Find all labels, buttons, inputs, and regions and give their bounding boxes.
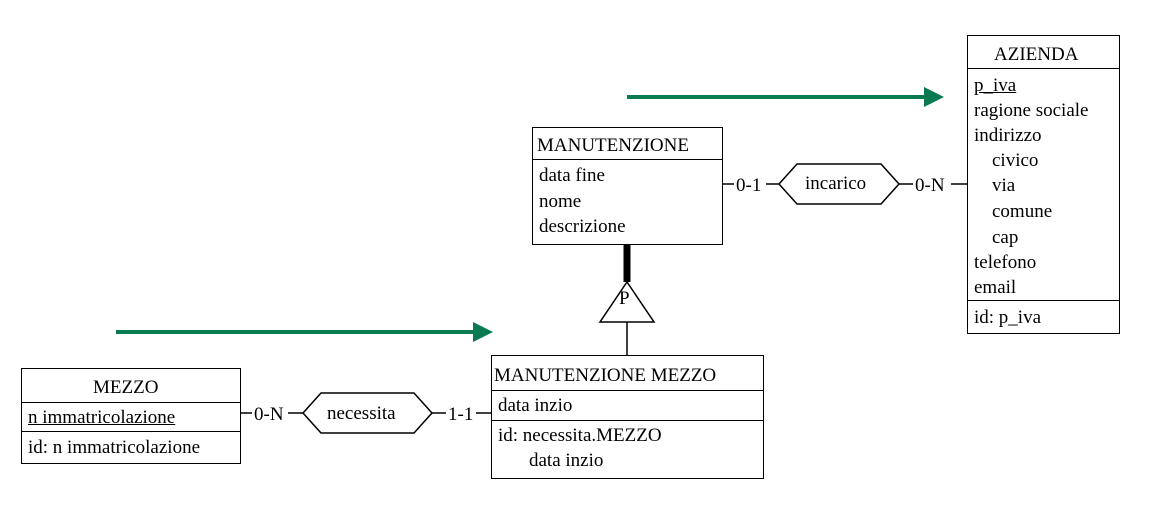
entity-azienda-key-attr: p_iva	[974, 75, 1017, 96]
entity-azienda-attr: indirizzo	[974, 125, 1042, 146]
entity-azienda	[967, 35, 1120, 334]
entity-manutenzione-mezzo	[491, 355, 764, 479]
entity-manutenzione-attr: nome	[539, 191, 582, 212]
entity-manutenzione-mezzo-title: MANUTENZIONE MEZZO	[494, 365, 717, 386]
entity-manutenzione-mezzo-id-divider	[491, 420, 764, 421]
entity-manutenzione-title: MANUTENZIONE	[537, 135, 689, 156]
entity-azienda-header-divider	[967, 68, 1120, 69]
entity-manutenzione-mezzo-identifier-cont: data inzio	[529, 450, 604, 471]
entity-azienda-id-divider	[967, 300, 1120, 301]
cardinality-incarico-azienda: 0-N	[915, 175, 945, 196]
relationship-necessita-label: necessita	[327, 403, 396, 424]
entity-azienda-identifier: id: p_iva	[974, 307, 1042, 328]
entity-manutenzione-mezzo-identifier: id: necessita.MEZZO	[498, 425, 662, 446]
relationship-necessita-shape	[301, 392, 434, 434]
entity-mezzo-key-attr: n immatricolazione	[28, 407, 176, 428]
entity-azienda-subattr: comune	[992, 201, 1053, 222]
entity-manutenzione-header-divider	[532, 159, 723, 160]
entity-manutenzione-attr: descrizione	[539, 216, 626, 237]
entity-mezzo-identifier: id: n immatricolazione	[28, 437, 201, 458]
relationship-incarico-shape	[777, 163, 901, 205]
arrowhead-manutenzione-mezzo	[473, 322, 493, 342]
entity-azienda-title: AZIENDA	[994, 44, 1079, 65]
cardinality-incarico-manutenzione: 0-1	[736, 175, 762, 196]
entity-azienda-attr: telefono	[974, 252, 1037, 273]
entity-manutenzione-mezzo-header-divider	[491, 390, 764, 391]
entity-azienda-subattr: cap	[992, 227, 1019, 248]
entity-azienda-attr: ragione sociale	[974, 100, 1089, 121]
entity-mezzo	[21, 368, 241, 464]
generalization-label: P	[619, 288, 630, 309]
entity-azienda-subattr: via	[992, 175, 1016, 196]
arrowhead-azienda	[924, 87, 944, 107]
entity-azienda-subattr: civico	[992, 150, 1039, 171]
entity-mezzo-id-divider	[21, 431, 241, 432]
entity-manutenzione	[532, 127, 723, 245]
entity-manutenzione-mezzo-attr: data inzio	[498, 395, 573, 416]
relationship-incarico-label: incarico	[805, 173, 867, 194]
cardinality-necessita-mezzo: 0-N	[254, 404, 284, 425]
entity-mezzo-title: MEZZO	[93, 377, 159, 398]
cardinality-necessita-manutenzione-mezzo: 1-1	[448, 404, 474, 425]
entity-mezzo-header-divider	[21, 402, 241, 403]
entity-azienda-attr: email	[974, 277, 1017, 298]
entity-manutenzione-attr: data fine	[539, 165, 605, 186]
